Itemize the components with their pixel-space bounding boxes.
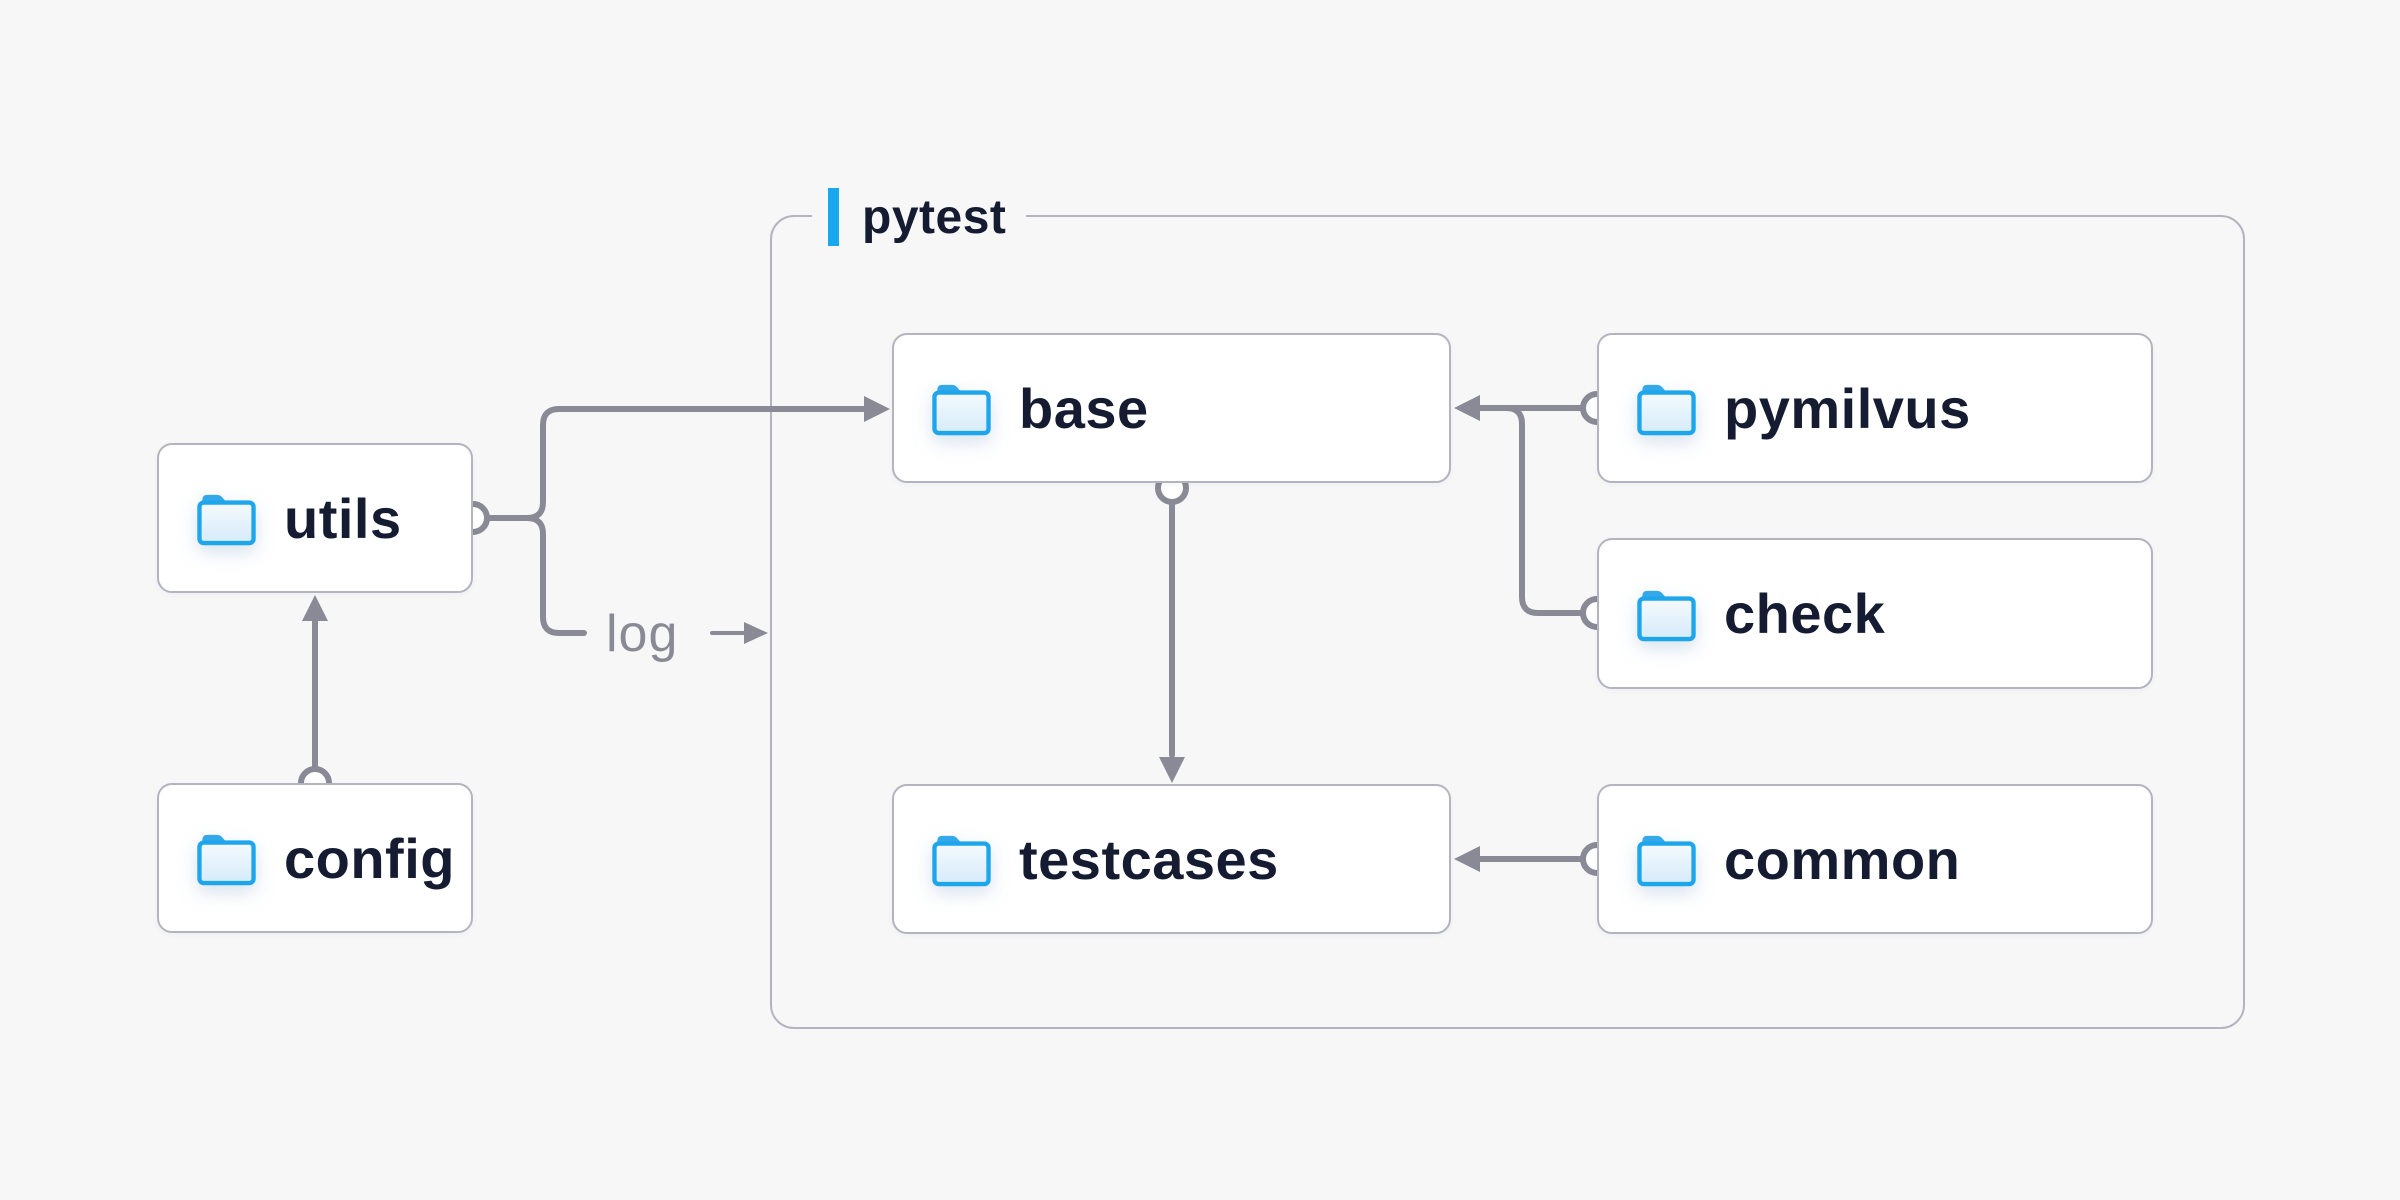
node-testcases: testcases xyxy=(892,784,1451,934)
node-utils: utils xyxy=(157,443,473,593)
node-base: base xyxy=(892,333,1451,483)
accent-bar xyxy=(828,188,839,246)
node-config: config xyxy=(157,783,473,933)
node-label: pymilvus xyxy=(1724,376,1971,440)
node-check: check xyxy=(1597,538,2153,689)
node-label: check xyxy=(1724,582,1886,645)
pytest-group: pytest xyxy=(770,184,2245,1029)
edge-label-log: log xyxy=(606,605,678,663)
node-common: common xyxy=(1597,784,2153,934)
folder-icon xyxy=(197,834,256,886)
folder-icon xyxy=(932,835,991,887)
node-pymilvus: pymilvus xyxy=(1597,333,2153,483)
pytest-group-label: pytest xyxy=(812,184,1027,250)
edge-utils-log: log xyxy=(456,501,768,663)
folder-icon xyxy=(932,384,991,436)
node-label: utils xyxy=(284,486,402,550)
folder-icon xyxy=(1637,835,1696,887)
folder-icon xyxy=(197,494,256,546)
folder-icon xyxy=(1637,590,1696,641)
group-label-text: pytest xyxy=(862,190,1007,244)
node-label: base xyxy=(1019,376,1149,440)
edge-config-utils xyxy=(298,595,332,800)
folder-icon xyxy=(1637,384,1696,436)
node-label: config xyxy=(284,826,455,890)
node-label: testcases xyxy=(1019,827,1279,891)
node-label: common xyxy=(1724,827,1961,891)
